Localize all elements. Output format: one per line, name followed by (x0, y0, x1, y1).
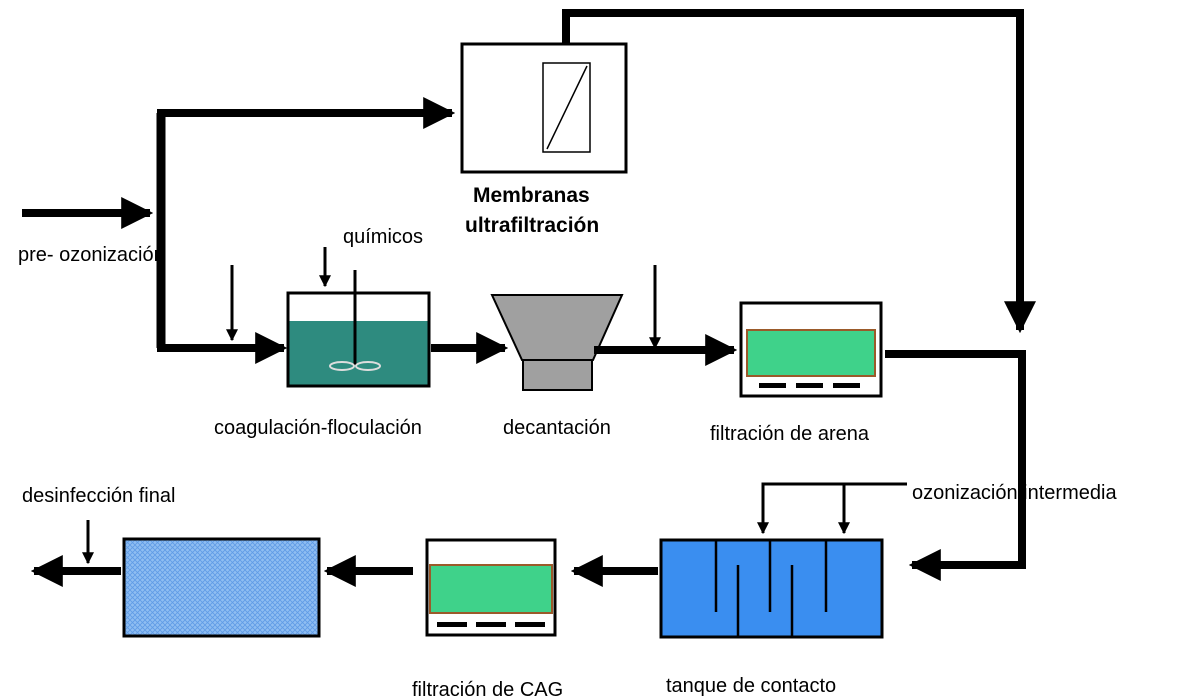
quimicos-label: químicos (343, 226, 423, 248)
sand-underdrain-1 (759, 383, 786, 388)
desinfeccion-final-label: desinfección final (22, 485, 175, 507)
membranas-unit (460, 42, 628, 174)
sand-filter-media (746, 329, 876, 377)
contact-tank (659, 538, 884, 639)
top-branch-lines (22, 9, 1036, 364)
coagulacion-label: coagulación-floculación (214, 417, 422, 439)
filtracion-cag-unit (425, 538, 557, 637)
membranas-label-line1: Membranas (473, 184, 590, 207)
cag-underdrain-1 (437, 622, 467, 627)
cag-underdrain-3 (515, 622, 545, 627)
coagulation-water (289, 321, 428, 385)
membranas-label-line2: ultrafiltración (465, 214, 599, 237)
ozone-header-line (757, 482, 907, 535)
membrane-diagonal (546, 65, 588, 150)
dosing-arrows (226, 247, 661, 350)
mixer-blade-left (329, 361, 355, 371)
pre-ozonizacion-label: pre- ozonización (18, 244, 165, 266)
membrane-outlet-line (562, 9, 1036, 334)
decantacion-unit (490, 294, 624, 391)
filtracion-arena-unit (739, 301, 883, 398)
sand-underdrain-2 (796, 383, 823, 388)
tanque-contacto-unit (659, 538, 884, 639)
ozonation-feed-lines (757, 482, 907, 535)
coagulacion-unit (286, 270, 431, 388)
cag-underdrain-2 (476, 622, 506, 627)
mixer-blade-right (355, 361, 381, 371)
sand-outlet-line (885, 350, 1026, 581)
sand-underdrain-3 (833, 383, 860, 388)
tanque-contacto-label: tanque de contacto (666, 675, 836, 697)
cag-filter-media (429, 564, 553, 614)
filtracion-arena-label: filtración de arena (710, 423, 870, 445)
decantacion-label: decantación (503, 417, 611, 439)
ozonizacion-intermedia-label: ozonización intermedia (912, 482, 1117, 504)
final-reservoir (122, 537, 321, 638)
decanter-base (522, 359, 593, 391)
filtracion-cag-label: filtración de CAG (412, 679, 563, 699)
